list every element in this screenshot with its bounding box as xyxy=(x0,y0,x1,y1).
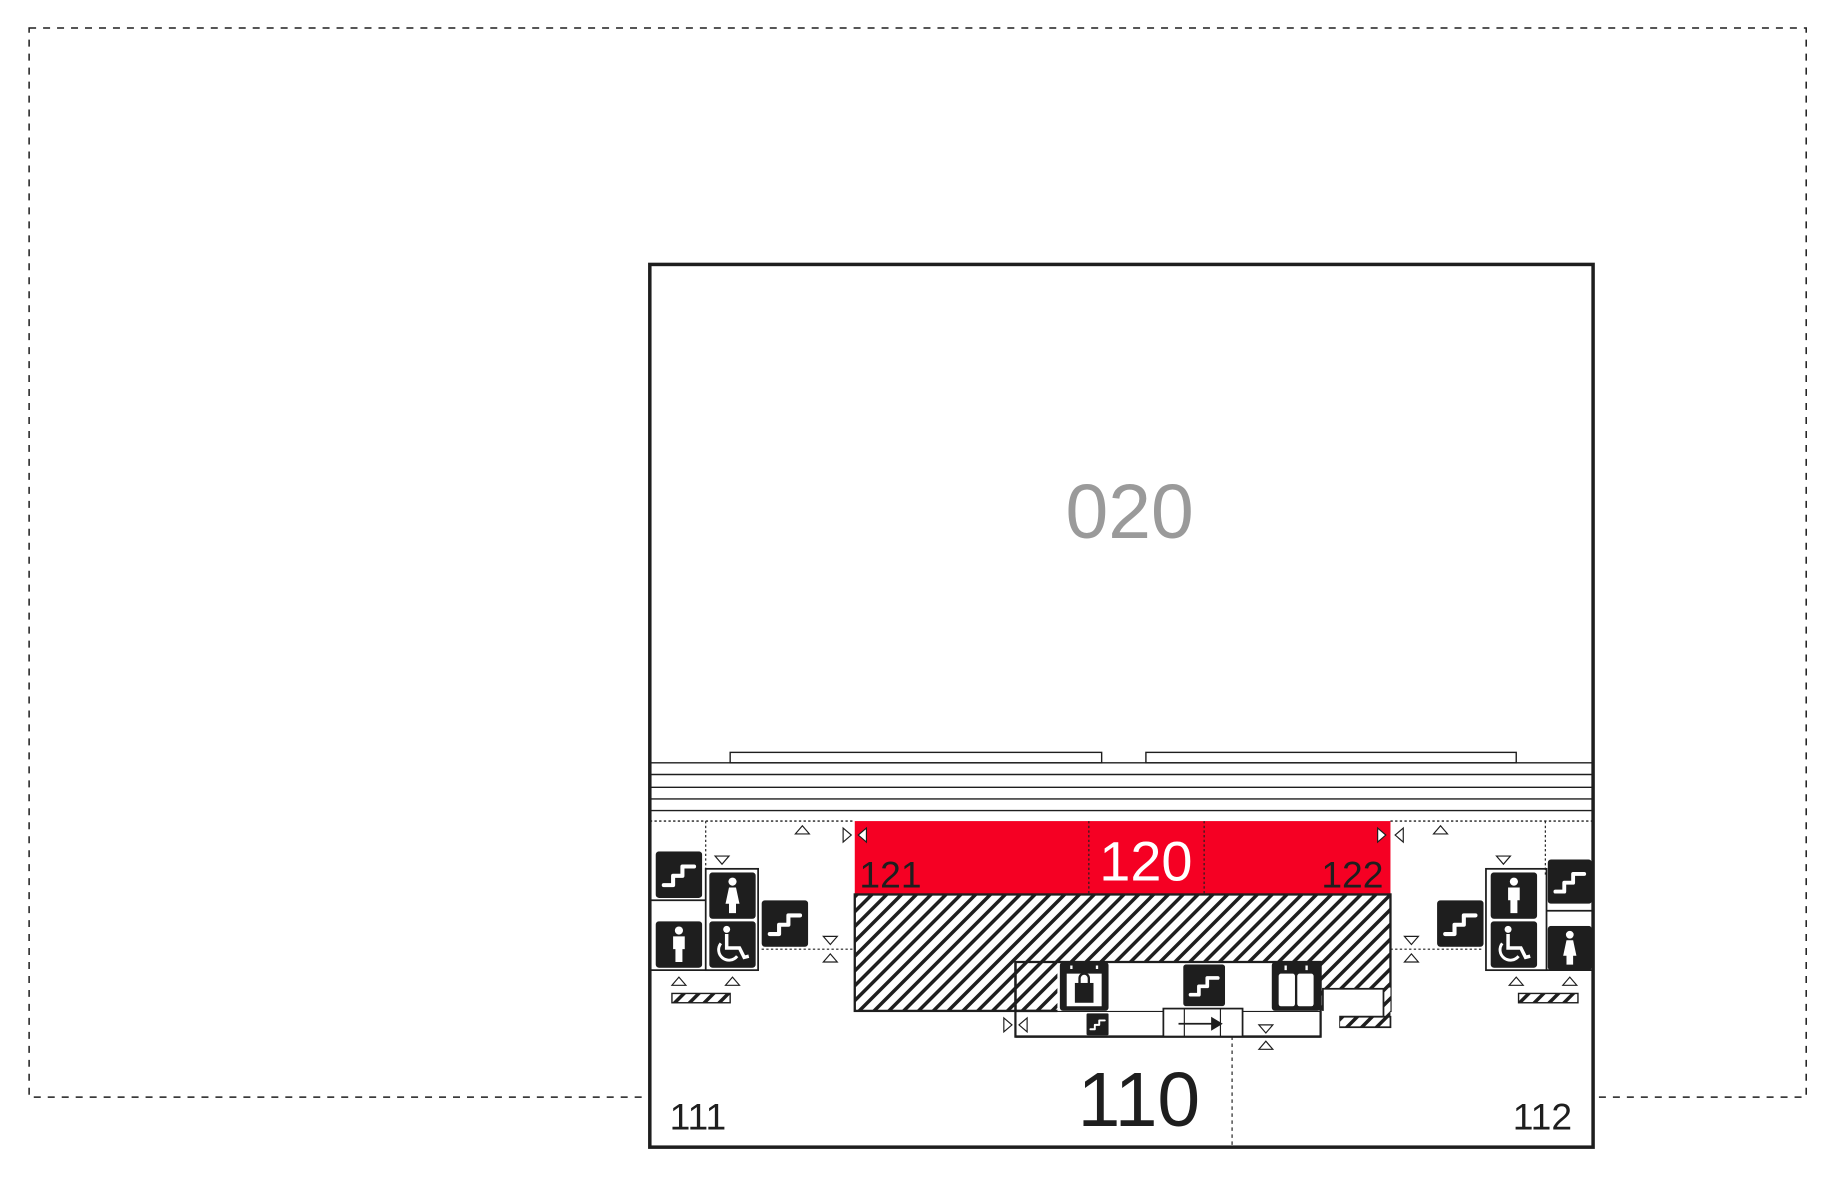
male-restroom-icon[interactable] xyxy=(1490,872,1538,919)
stairs-icon[interactable] xyxy=(1183,964,1226,1007)
male-restroom-icon[interactable] xyxy=(655,921,703,968)
wheelchair-icon[interactable] xyxy=(1490,921,1538,968)
room-label-122[interactable]: 122 xyxy=(1321,853,1383,895)
right-service-block xyxy=(1257,821,1594,1050)
building-outline xyxy=(648,262,1595,1149)
female-restroom-icon[interactable] xyxy=(709,872,756,919)
door-arrow-icon[interactable] xyxy=(1162,1007,1244,1038)
female-restroom-icon[interactable] xyxy=(1547,925,1592,971)
room-label-110[interactable]: 110 xyxy=(1078,1057,1201,1143)
room-label-111[interactable]: 111 xyxy=(670,1096,727,1138)
room-label-121[interactable]: 121 xyxy=(859,853,921,895)
room-120-highlight[interactable] xyxy=(854,821,1391,895)
seating-rows xyxy=(649,751,1594,822)
room-label-120[interactable]: 120 xyxy=(1099,829,1192,892)
stairs-icon[interactable] xyxy=(762,900,809,947)
room-label-020[interactable]: 020 xyxy=(1065,469,1193,555)
left-service-block xyxy=(649,821,1028,1034)
stairs-icon[interactable] xyxy=(1437,900,1484,947)
stairs-icon[interactable] xyxy=(1086,1013,1109,1036)
stairs-icon[interactable] xyxy=(1547,859,1592,904)
goods-elevator-icon[interactable] xyxy=(1059,961,1109,1011)
wheelchair-icon[interactable] xyxy=(709,921,756,968)
room-label-112[interactable]: 112 xyxy=(1513,1096,1572,1138)
elevator-icon[interactable] xyxy=(1271,961,1321,1011)
stairs-icon[interactable] xyxy=(656,851,703,898)
